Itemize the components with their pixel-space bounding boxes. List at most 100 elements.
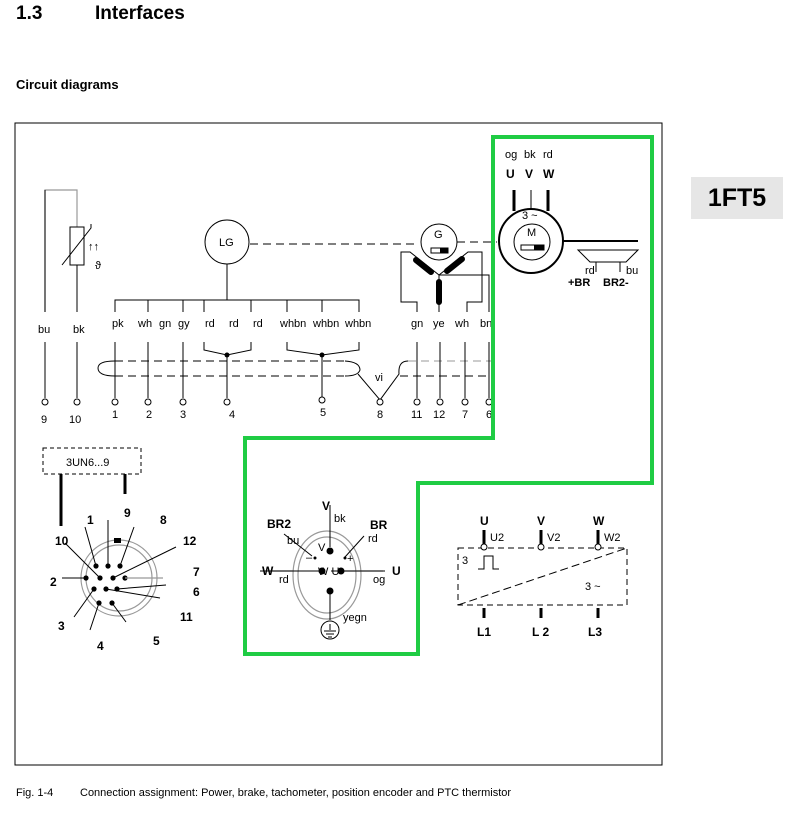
pin-number: 5 xyxy=(153,634,160,648)
figure-number: Fig. 1-4 xyxy=(16,787,54,799)
wire-label: pk xyxy=(112,318,124,330)
phase-label: U xyxy=(480,514,489,528)
ptc-thermistor: ↑↑ ϑ bu bk xyxy=(38,189,101,398)
position-encoder: LG pk wh gn gy rd rd rd whbn whbn whbn xyxy=(112,219,418,398)
motor-type-badge: 1FT5 xyxy=(691,177,783,219)
converter-pulse-label: 3 xyxy=(462,555,468,567)
thermistor-resistor-icon xyxy=(69,226,85,266)
phase-label: U xyxy=(392,564,401,578)
wire-label: ye xyxy=(433,318,445,330)
wire-label: whbn xyxy=(279,318,306,330)
wire-label: bk xyxy=(73,324,85,336)
pin-number: 2 xyxy=(50,575,57,589)
wire-label: og xyxy=(373,574,385,586)
phase-label: W xyxy=(593,514,605,528)
terminal-number: 9 xyxy=(41,414,47,426)
ptc-symbol: ↑↑ xyxy=(88,241,99,253)
wire-label: rd xyxy=(585,265,595,277)
device-label: 3UN6...9 xyxy=(66,457,109,469)
encoder-label: LG xyxy=(219,237,234,249)
tachogenerator: G gn ye wh bn xyxy=(400,223,497,398)
terminal-number: 8 xyxy=(377,409,383,421)
section-number: 1.3 xyxy=(16,3,43,24)
terminal-number: 10 xyxy=(69,414,81,426)
signal-connector: 3UN6...9 1 9 8 10 12 2 7 6 3 11 4 5 xyxy=(42,447,200,653)
terminal-label: V2 xyxy=(547,532,560,544)
output-label: L1 xyxy=(477,625,491,639)
wire-label: og xyxy=(505,149,517,161)
brake-label: BR2 xyxy=(267,517,291,531)
phase-label: V xyxy=(525,167,533,181)
terminal-strip: 9 10 1 2 3 4 5 8 11 12 7 6 xyxy=(41,396,493,426)
subheading: Circuit diagrams xyxy=(16,77,119,92)
wire-label: bk xyxy=(524,149,536,161)
wire-label: gn xyxy=(411,318,423,330)
brake-label: +BR xyxy=(568,277,590,289)
brake-icon xyxy=(576,249,640,272)
pin-number: 11 xyxy=(180,610,193,624)
terminal-label: U2 xyxy=(490,532,504,544)
earth-icon xyxy=(320,620,340,640)
pin-number: 9 xyxy=(124,506,131,520)
wire-label: yegn xyxy=(343,612,367,624)
motor-phase: 3 ~ xyxy=(522,210,538,222)
diagram-frame xyxy=(14,122,663,766)
wire-label: rd xyxy=(279,574,289,586)
converter-ac-label: 3 ~ xyxy=(585,581,601,593)
terminal-number: 6 xyxy=(486,409,492,421)
motor: og bk rd U V W 3 ~ M rd bu +BR BR2- xyxy=(498,149,640,289)
wire-label: rd xyxy=(205,318,215,330)
section-title: Interfaces xyxy=(95,3,185,24)
tacho-label: G xyxy=(434,229,443,241)
pin-number: 6 xyxy=(193,585,200,599)
terminal-number: 7 xyxy=(462,409,468,421)
pin-number: 7 xyxy=(193,565,200,579)
brake-label: BR xyxy=(370,518,388,532)
converter: U V W U2 V2 W2 3 3 ~ L1 L 2 L3 xyxy=(457,514,628,639)
wire-label: rd xyxy=(543,149,553,161)
terminal-number: 3 xyxy=(180,409,186,421)
wire-label: bu xyxy=(626,265,638,277)
shield-label: vi xyxy=(375,372,383,384)
power-connector: V bk BR2 bu BR rd V – + W U W rd U og ye… xyxy=(260,499,401,640)
phase-label: W xyxy=(262,564,274,578)
wire-label: rd xyxy=(253,318,263,330)
wire-label: bk xyxy=(334,513,346,525)
wire-label: wh xyxy=(137,318,152,330)
wire-label: rd xyxy=(368,533,378,545)
terminal-number: 2 xyxy=(146,409,152,421)
pin-number: 8 xyxy=(160,513,167,527)
pulse-icon xyxy=(478,555,499,570)
pin-label: W U xyxy=(318,566,339,578)
wire-label: bu xyxy=(287,535,299,547)
pin-number: 1 xyxy=(87,513,94,527)
terminal-number: 11 xyxy=(411,409,422,421)
brake-label: BR2- xyxy=(603,277,629,289)
temperature-symbol: ϑ xyxy=(95,260,101,272)
terminal-number: 1 xyxy=(112,409,118,421)
phase-label: V xyxy=(322,499,330,513)
pin-label: V xyxy=(318,542,326,554)
motor-label: M xyxy=(527,227,536,239)
wire-label: gy xyxy=(178,318,190,330)
pin-number: 12 xyxy=(183,534,197,548)
cable-shield: vi xyxy=(97,360,495,401)
wire-label: bn xyxy=(480,318,492,330)
figure-caption: Connection assignment: Power, brake, tac… xyxy=(80,787,512,799)
wire-label: gn xyxy=(159,318,171,330)
terminal-number: 4 xyxy=(229,409,235,421)
wire-label: bu xyxy=(38,324,50,336)
pin-number: 4 xyxy=(97,639,104,653)
wire-label: rd xyxy=(229,318,239,330)
terminal-number: 5 xyxy=(320,407,326,419)
output-label: L3 xyxy=(588,625,602,639)
phase-label: V xyxy=(537,514,545,528)
phase-label: W xyxy=(543,167,555,181)
output-label: L 2 xyxy=(532,625,549,639)
pin-label: – xyxy=(306,552,313,564)
terminal-label: W2 xyxy=(604,532,621,544)
wire-label: wh xyxy=(454,318,469,330)
wire-label: whbn xyxy=(344,318,371,330)
terminal-number: 12 xyxy=(433,409,445,421)
